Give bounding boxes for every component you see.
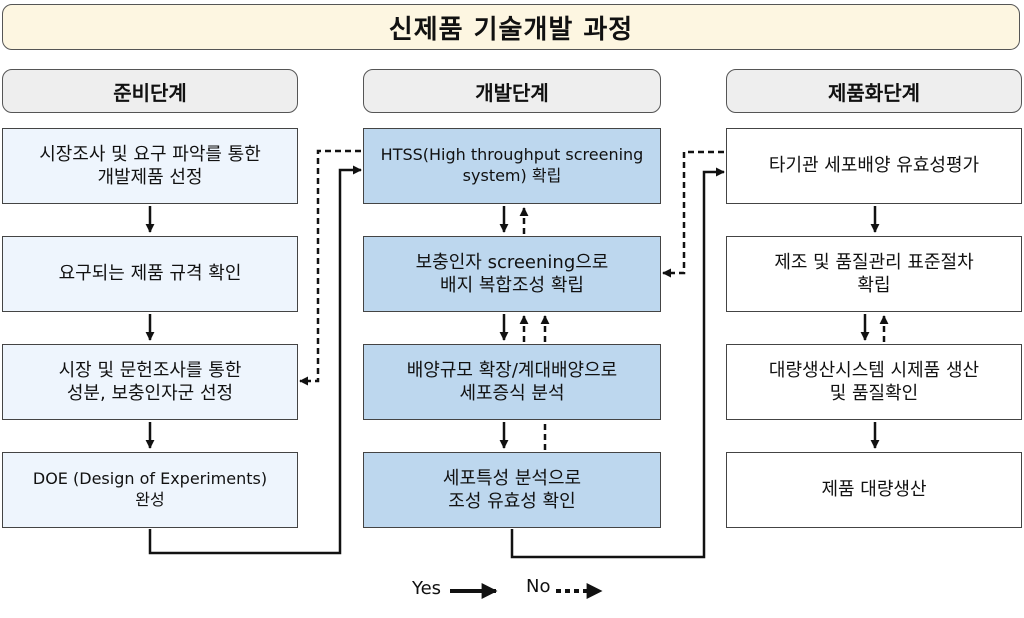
dev-step-4: 세포특성 분석으로 조성 유효성 확인 bbox=[363, 452, 661, 528]
dev-step-2: 보충인자 screening으로 배지 복합조성 확립 bbox=[363, 236, 661, 312]
arrow-dev-to-prod bbox=[510, 167, 725, 559]
dev-step-3: 배양규모 확장/계대배양으로 세포증식 분석 bbox=[363, 344, 661, 420]
dev-step-1: HTSS(High throughput screening system) 확… bbox=[363, 128, 661, 204]
arrow-prep-to-dev bbox=[148, 165, 362, 555]
prep-step-2: 요구되는 제품 규격 확인 bbox=[2, 236, 298, 312]
prod-step-3: 대량생산시스템 시제품 생산 및 품질확인 bbox=[726, 344, 1022, 420]
legend-no-label: No bbox=[526, 576, 551, 597]
prep-step-1: 시장조사 및 요구 파악를 통한 개발제품 선정 bbox=[2, 128, 298, 204]
prod-step-1: 타기관 세포배양 유효성평가 bbox=[726, 128, 1022, 204]
prod-step-4: 제품 대량생산 bbox=[726, 452, 1022, 528]
prep-step-3: 시장 및 문헌조사를 통한 성분, 보충인자군 선정 bbox=[2, 344, 298, 420]
legend-yes-label: Yes bbox=[412, 578, 442, 599]
arrow-no-dev-to-prep bbox=[299, 149, 361, 386]
phase-header-dev: 개발단계 bbox=[363, 69, 661, 113]
phase-header-prod: 제품화단계 bbox=[726, 69, 1022, 113]
prod-step-2: 제조 및 품질관리 표준절차 확립 bbox=[726, 236, 1022, 312]
diagram-title: 신제품 기술개발 과정 bbox=[2, 4, 1020, 50]
phase-header-prep: 준비단계 bbox=[2, 69, 298, 113]
arrow-no-prod-to-dev bbox=[662, 150, 724, 278]
prep-step-4: DOE (Design of Experiments) 완성 bbox=[2, 452, 298, 528]
